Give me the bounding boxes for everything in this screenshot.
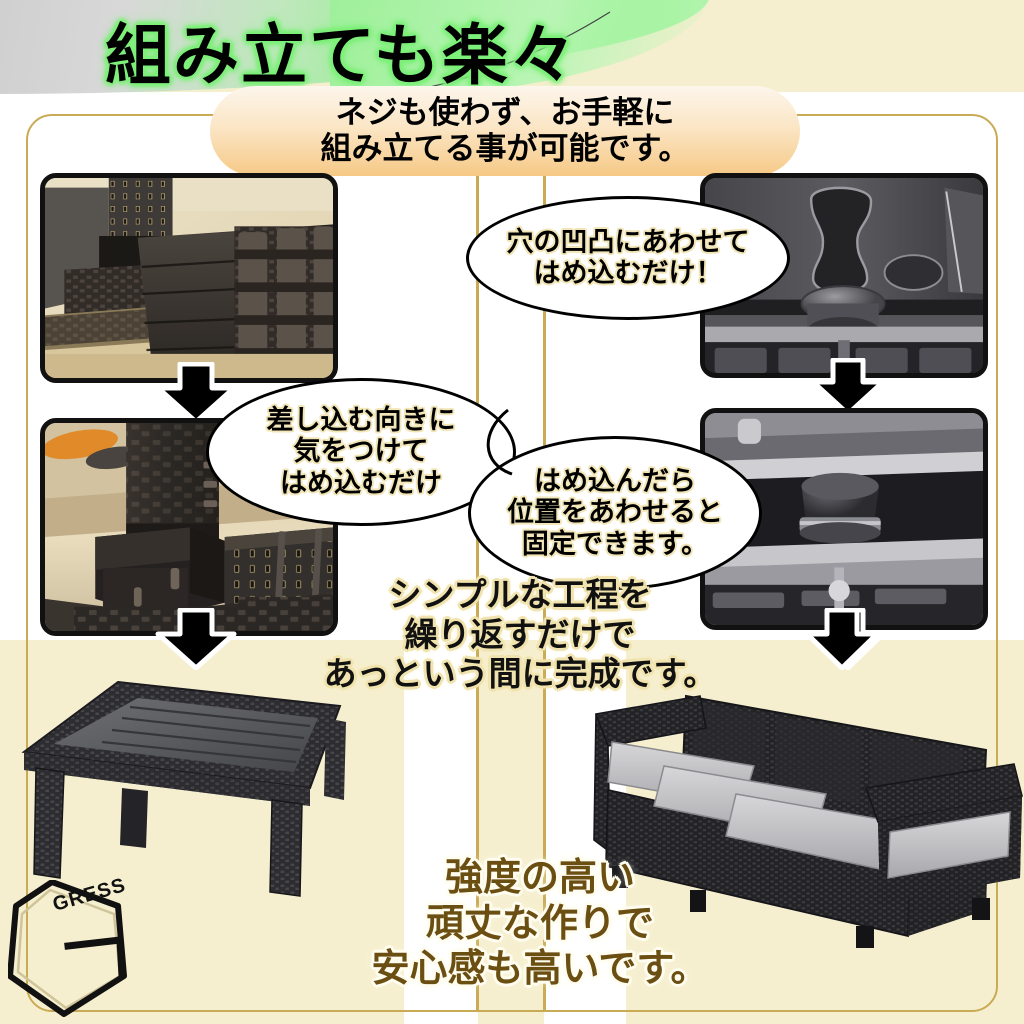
mid-text-block: シンプルな工程を 繰り返すだけで あっという間に完成です。: [300, 575, 740, 694]
bubble-hole-fit: 穴の凹凸にあわせて はめ込むだけ！: [466, 196, 790, 320]
bottom-text-line-3: 安心感も高いです。: [371, 946, 709, 991]
subtitle-banner: [210, 86, 800, 176]
photo-finished-sofa: [593, 694, 1023, 948]
photo-leg-insertion: [40, 418, 338, 636]
bubble-lock-position: はめ込んだら 位置をあわせると 固定できます。: [468, 436, 762, 590]
photo-finished-table: [21, 680, 346, 897]
bottom-text-line-2: 頑丈な作りで: [425, 900, 654, 945]
gress-logo-icon: [8, 880, 127, 1017]
page-title: 組み立ても楽々: [105, 17, 578, 94]
bubble-insert-direction-line-1: 差し込む向きに: [266, 405, 456, 437]
photo-corner-joint: [40, 173, 338, 383]
bubble-insert-direction: 差し込む向きに 気をつけて はめ込むだけ: [206, 378, 516, 526]
mid-text-line-2: 繰り返すだけで: [404, 614, 636, 654]
mid-text-line-3: あっという間に完成です。: [323, 654, 717, 694]
subtitle-text: ネジも使わず、お手軽に 組み立てる事が可能です。: [215, 88, 795, 176]
bubble-hole-fit-line-2: はめ込むだけ！: [533, 258, 723, 289]
frame-divider-left: [476, 116, 479, 1010]
bubble-lock-position-line-3: 固定できます。: [521, 528, 709, 560]
mid-text-line-1: シンプルな工程を: [388, 575, 652, 614]
subtitle-line-2: 組み立てる事が可能です。: [320, 131, 690, 167]
bottom-text-line-1: 強度の高い: [444, 855, 635, 899]
bubble-insert-direction-line-3: はめ込むだけ: [280, 467, 442, 499]
bubble-lock-position-line-1: はめ込んだら: [534, 466, 696, 498]
subtitle-line-1: ネジも使わず、お手軽に: [335, 95, 675, 132]
bubble-hole-fit-line-1: 穴の凹凸にあわせて: [506, 226, 750, 258]
bubble-tail-connector: [486, 408, 513, 476]
bottom-text-block: 強度の高い 頑丈な作りで 安心感も高いです。: [330, 855, 750, 992]
bubble-insert-direction-line-2: 気をつけて: [293, 436, 429, 468]
bubble-lock-position-line-2: 位置をあわせると: [507, 497, 723, 529]
background-white-strip-bottom: [404, 640, 478, 1024]
